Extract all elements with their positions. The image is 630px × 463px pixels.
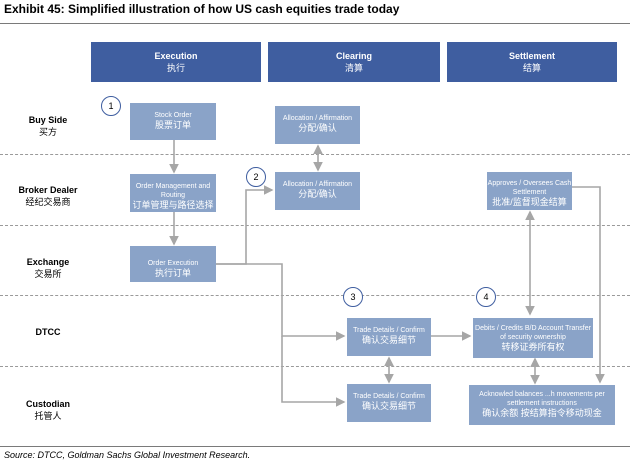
column-header-label: Execution: [154, 51, 198, 61]
row-label-zh: 托管人: [34, 411, 62, 421]
column-header-execution: Execution 执行: [91, 42, 261, 82]
step-badge-2: 2: [246, 167, 266, 187]
allocation-broker-box: Allocation / Affirmation 分配/确认: [275, 172, 360, 210]
box-label-zh: 转移证券所有权: [501, 342, 565, 352]
row-label-zh: 买方: [38, 127, 57, 137]
step-badge-4: 4: [476, 287, 496, 307]
row-label-broker-dealer: Broker Dealer 经纪交易商: [8, 184, 88, 208]
column-header-settlement: Settlement 结算: [447, 42, 617, 82]
order-execution-box: Order Execution 执行订单: [130, 246, 216, 282]
approves-cash-settlement-box: Approves / Oversees Cash Settlement 批准/监…: [487, 172, 572, 210]
row-label-exchange: Exchange 交易所: [8, 256, 88, 280]
allocation-buy-side-box: Allocation / Affirmation 分配/确认: [275, 106, 360, 144]
box-label: Approves / Oversees Cash Settlement: [487, 180, 572, 196]
column-header-label-zh: 结算: [522, 63, 541, 73]
box-label: Debits / Credits B/D Account Transfer of…: [475, 325, 591, 341]
acknowledge-balances-box: Acknowled balances ...h movements per se…: [469, 385, 615, 425]
row-label-en: Broker Dealer: [18, 185, 78, 195]
box-label-zh: 订单管理与路径选择: [132, 200, 214, 210]
box-label: Allocation / Affirmation: [282, 181, 353, 188]
debits-credits-box: Debits / Credits B/D Account Transfer of…: [473, 318, 593, 358]
row-separator: [0, 295, 630, 296]
column-header-label-zh: 清算: [344, 63, 363, 73]
arrow-execution-to-custodian: [281, 336, 346, 407]
top-rule: [0, 23, 630, 24]
arrow-execution-to-allocation: [216, 185, 274, 265]
box-label: Order Management and Routing: [135, 183, 211, 199]
exhibit-title: Exhibit 45: Simplified illustration of h…: [4, 2, 400, 16]
row-separator: [0, 225, 630, 226]
step-badge-1: 1: [101, 96, 121, 116]
row-label-en: Buy Side: [28, 115, 68, 125]
box-label-zh: 确认交易细节: [361, 401, 416, 411]
row-label-buy-side: Buy Side 买方: [8, 114, 88, 138]
box-label: Allocation / Affirmation: [282, 115, 353, 122]
box-label-zh: 批准/监督现金结算: [492, 197, 567, 207]
box-label-zh: 执行订单: [154, 268, 191, 278]
arrow-approves-to-custodian: [572, 186, 605, 384]
box-label-zh: 确认交易细节: [361, 335, 416, 345]
column-header-label: Settlement: [508, 51, 555, 61]
row-separator: [0, 366, 630, 367]
step-badge-3: 3: [343, 287, 363, 307]
row-label-dtcc: DTCC: [8, 326, 88, 338]
bottom-rule: [0, 446, 630, 447]
row-label-zh: 交易所: [34, 269, 62, 279]
box-label-zh: 确认余额 按结算指令移动现金: [482, 408, 602, 418]
trade-details-dtcc-box: Trade Details / Confirm 确认交易细节: [347, 318, 431, 356]
box-label-zh: 分配/确认: [298, 189, 337, 199]
box-label: Stock Order: [154, 112, 192, 119]
column-header-label: Clearing: [335, 51, 372, 61]
order-management-box: Order Management and Routing 订单管理与路径选择: [130, 174, 216, 212]
box-label-zh: 股票订单: [154, 120, 191, 130]
row-label-en: DTCC: [35, 327, 61, 337]
row-label-en: Custodian: [26, 399, 70, 409]
column-header-clearing: Clearing 清算: [268, 42, 440, 82]
column-header-label-zh: 执行: [166, 63, 185, 73]
box-label: Acknowled balances ...h movements per se…: [479, 391, 605, 407]
trade-details-custodian-box: Trade Details / Confirm 确认交易细节: [347, 384, 431, 422]
row-label-en: Exchange: [26, 257, 70, 267]
row-label-custodian: Custodian 托管人: [8, 398, 88, 422]
arrow-execution-to-dtcc: [216, 263, 346, 341]
stock-order-box: Stock Order 股票订单: [130, 103, 216, 140]
box-label: Order Execution: [147, 260, 199, 267]
box-label: Trade Details / Confirm: [353, 393, 425, 400]
source-note: Source: DTCC, Goldman Sachs Global Inves…: [4, 450, 251, 460]
box-label-zh: 分配/确认: [298, 123, 337, 133]
box-label: Trade Details / Confirm: [353, 327, 425, 334]
row-label-zh: 经纪交易商: [25, 197, 71, 207]
